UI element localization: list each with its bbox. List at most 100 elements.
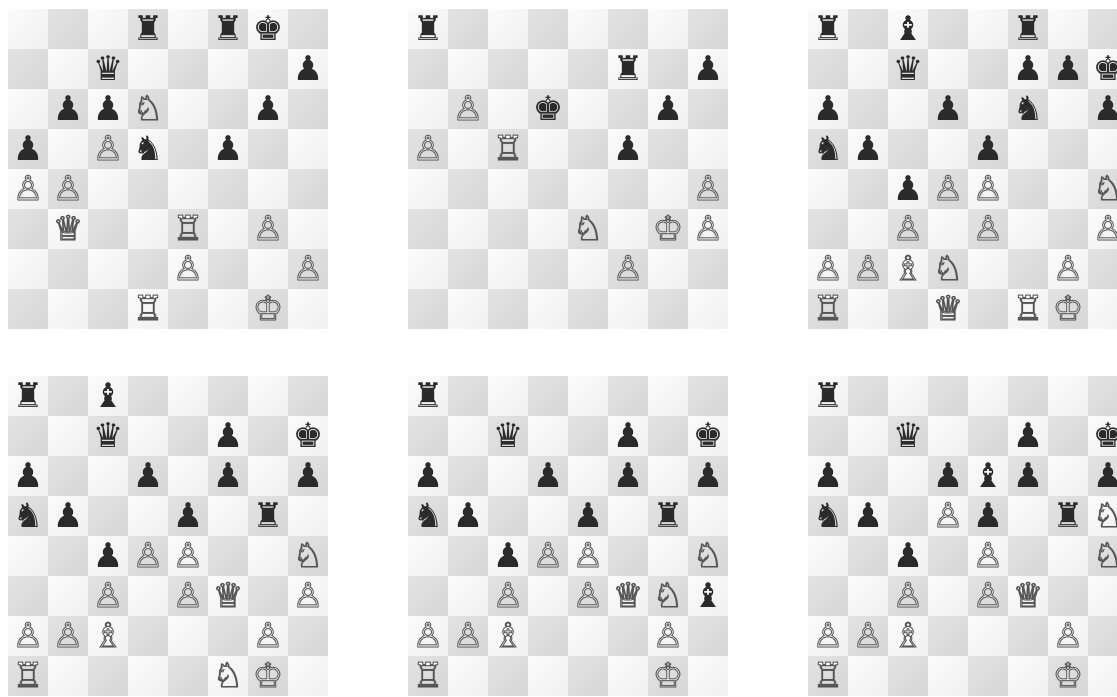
board-square[interactable]: ♜ (248, 496, 288, 536)
white-queen-icon[interactable]: ♕ (613, 576, 643, 616)
board-square[interactable] (808, 49, 848, 89)
board-square[interactable] (848, 9, 888, 49)
black-pawn-icon[interactable]: ♟ (653, 89, 683, 129)
board-square[interactable] (888, 456, 928, 496)
white-pawn-icon[interactable]: ♙ (893, 209, 923, 249)
board-square[interactable] (568, 89, 608, 129)
board-square[interactable]: ♟ (1008, 416, 1048, 456)
board-square[interactable] (408, 49, 448, 89)
board-square[interactable]: ♛ (888, 416, 928, 456)
board-square[interactable]: ♟ (448, 496, 488, 536)
board-square[interactable] (608, 89, 648, 129)
black-pawn-icon[interactable]: ♟ (813, 89, 843, 129)
board-square[interactable]: ♜ (208, 9, 248, 49)
board-square[interactable] (1048, 456, 1088, 496)
board-square[interactable]: ♙ (48, 616, 88, 656)
board-square[interactable]: ♖ (408, 656, 448, 696)
board-square[interactable] (888, 129, 928, 169)
board-square[interactable] (608, 376, 648, 416)
board-square[interactable] (408, 576, 448, 616)
board-square[interactable] (208, 249, 248, 289)
white-pawn-icon[interactable]: ♙ (173, 536, 203, 576)
black-rook-icon[interactable]: ♜ (413, 9, 443, 49)
board-square[interactable] (448, 209, 488, 249)
board-square[interactable] (968, 249, 1008, 289)
board-square[interactable] (448, 456, 488, 496)
board-square[interactable]: ♘ (568, 209, 608, 249)
board-square[interactable] (208, 376, 248, 416)
board-square[interactable] (208, 616, 248, 656)
board-square[interactable] (488, 169, 528, 209)
board-square[interactable] (488, 89, 528, 129)
board-square[interactable] (528, 129, 568, 169)
board-square[interactable] (128, 416, 168, 456)
white-rook-icon[interactable]: ♖ (13, 656, 43, 696)
black-pawn-icon[interactable]: ♟ (213, 416, 243, 456)
white-knight-icon[interactable]: ♘ (653, 576, 683, 616)
board-square[interactable] (128, 376, 168, 416)
board-square[interactable] (48, 249, 88, 289)
board-square[interactable]: ♔ (1048, 656, 1088, 696)
board-square[interactable] (608, 496, 648, 536)
white-pawn-icon[interactable]: ♙ (173, 249, 203, 289)
black-pawn-icon[interactable]: ♟ (93, 536, 123, 576)
board-square[interactable]: ♟ (48, 496, 88, 536)
board-square[interactable] (968, 656, 1008, 696)
board-square[interactable] (528, 49, 568, 89)
board-square[interactable]: ♗ (888, 249, 928, 289)
board-square[interactable]: ♝ (688, 576, 728, 616)
board-square[interactable] (568, 129, 608, 169)
board-square[interactable] (448, 129, 488, 169)
black-king-icon[interactable]: ♚ (293, 416, 323, 456)
board-square[interactable] (48, 49, 88, 89)
white-pawn-icon[interactable]: ♙ (1093, 209, 1117, 249)
black-pawn-icon[interactable]: ♟ (933, 456, 963, 496)
board-square[interactable]: ♔ (1048, 289, 1088, 329)
white-knight-icon[interactable]: ♘ (693, 536, 723, 576)
board-square[interactable] (88, 169, 128, 209)
white-king-icon[interactable]: ♔ (653, 209, 683, 249)
board-square[interactable] (128, 209, 168, 249)
board-square[interactable]: ♟ (1088, 456, 1117, 496)
board-square[interactable]: ♘ (1088, 169, 1117, 209)
board-square[interactable] (408, 89, 448, 129)
board-square[interactable] (168, 89, 208, 129)
board-square[interactable]: ♖ (808, 289, 848, 329)
white-pawn-icon[interactable]: ♙ (453, 616, 483, 656)
board-square[interactable]: ♙ (168, 249, 208, 289)
board-square[interactable] (848, 89, 888, 129)
board-square[interactable] (928, 209, 968, 249)
board-square[interactable] (248, 376, 288, 416)
board-square[interactable]: ♙ (248, 616, 288, 656)
board-square[interactable] (408, 416, 448, 456)
board-square[interactable] (528, 9, 568, 49)
black-rook-icon[interactable]: ♜ (613, 49, 643, 89)
black-pawn-icon[interactable]: ♟ (293, 49, 323, 89)
black-pawn-icon[interactable]: ♟ (53, 89, 83, 129)
board-square[interactable]: ♟ (288, 456, 328, 496)
board-square[interactable]: ♖ (1008, 289, 1048, 329)
white-rook-icon[interactable]: ♖ (813, 656, 843, 696)
board-square[interactable] (528, 169, 568, 209)
board-square[interactable]: ♟ (528, 456, 568, 496)
black-bishop-icon[interactable]: ♝ (693, 576, 723, 616)
board-square[interactable]: ♛ (888, 49, 928, 89)
board-square[interactable]: ♟ (168, 496, 208, 536)
white-pawn-icon[interactable]: ♙ (173, 576, 203, 616)
board-square[interactable] (1048, 129, 1088, 169)
board-square[interactable]: ♟ (208, 129, 248, 169)
black-pawn-icon[interactable]: ♟ (173, 496, 203, 536)
white-pawn-icon[interactable]: ♙ (53, 169, 83, 209)
board-square[interactable] (88, 656, 128, 696)
board-square[interactable]: ♙ (968, 536, 1008, 576)
board-square[interactable] (288, 89, 328, 129)
board-square[interactable]: ♚ (688, 416, 728, 456)
board-square[interactable]: ♙ (648, 616, 688, 656)
white-knight-icon[interactable]: ♘ (1093, 536, 1117, 576)
board-square[interactable]: ♙ (968, 576, 1008, 616)
board-square[interactable]: ♟ (808, 89, 848, 129)
board-square[interactable] (848, 456, 888, 496)
board-square[interactable]: ♚ (1088, 49, 1117, 89)
board-square[interactable] (608, 656, 648, 696)
white-pawn-icon[interactable]: ♙ (693, 169, 723, 209)
